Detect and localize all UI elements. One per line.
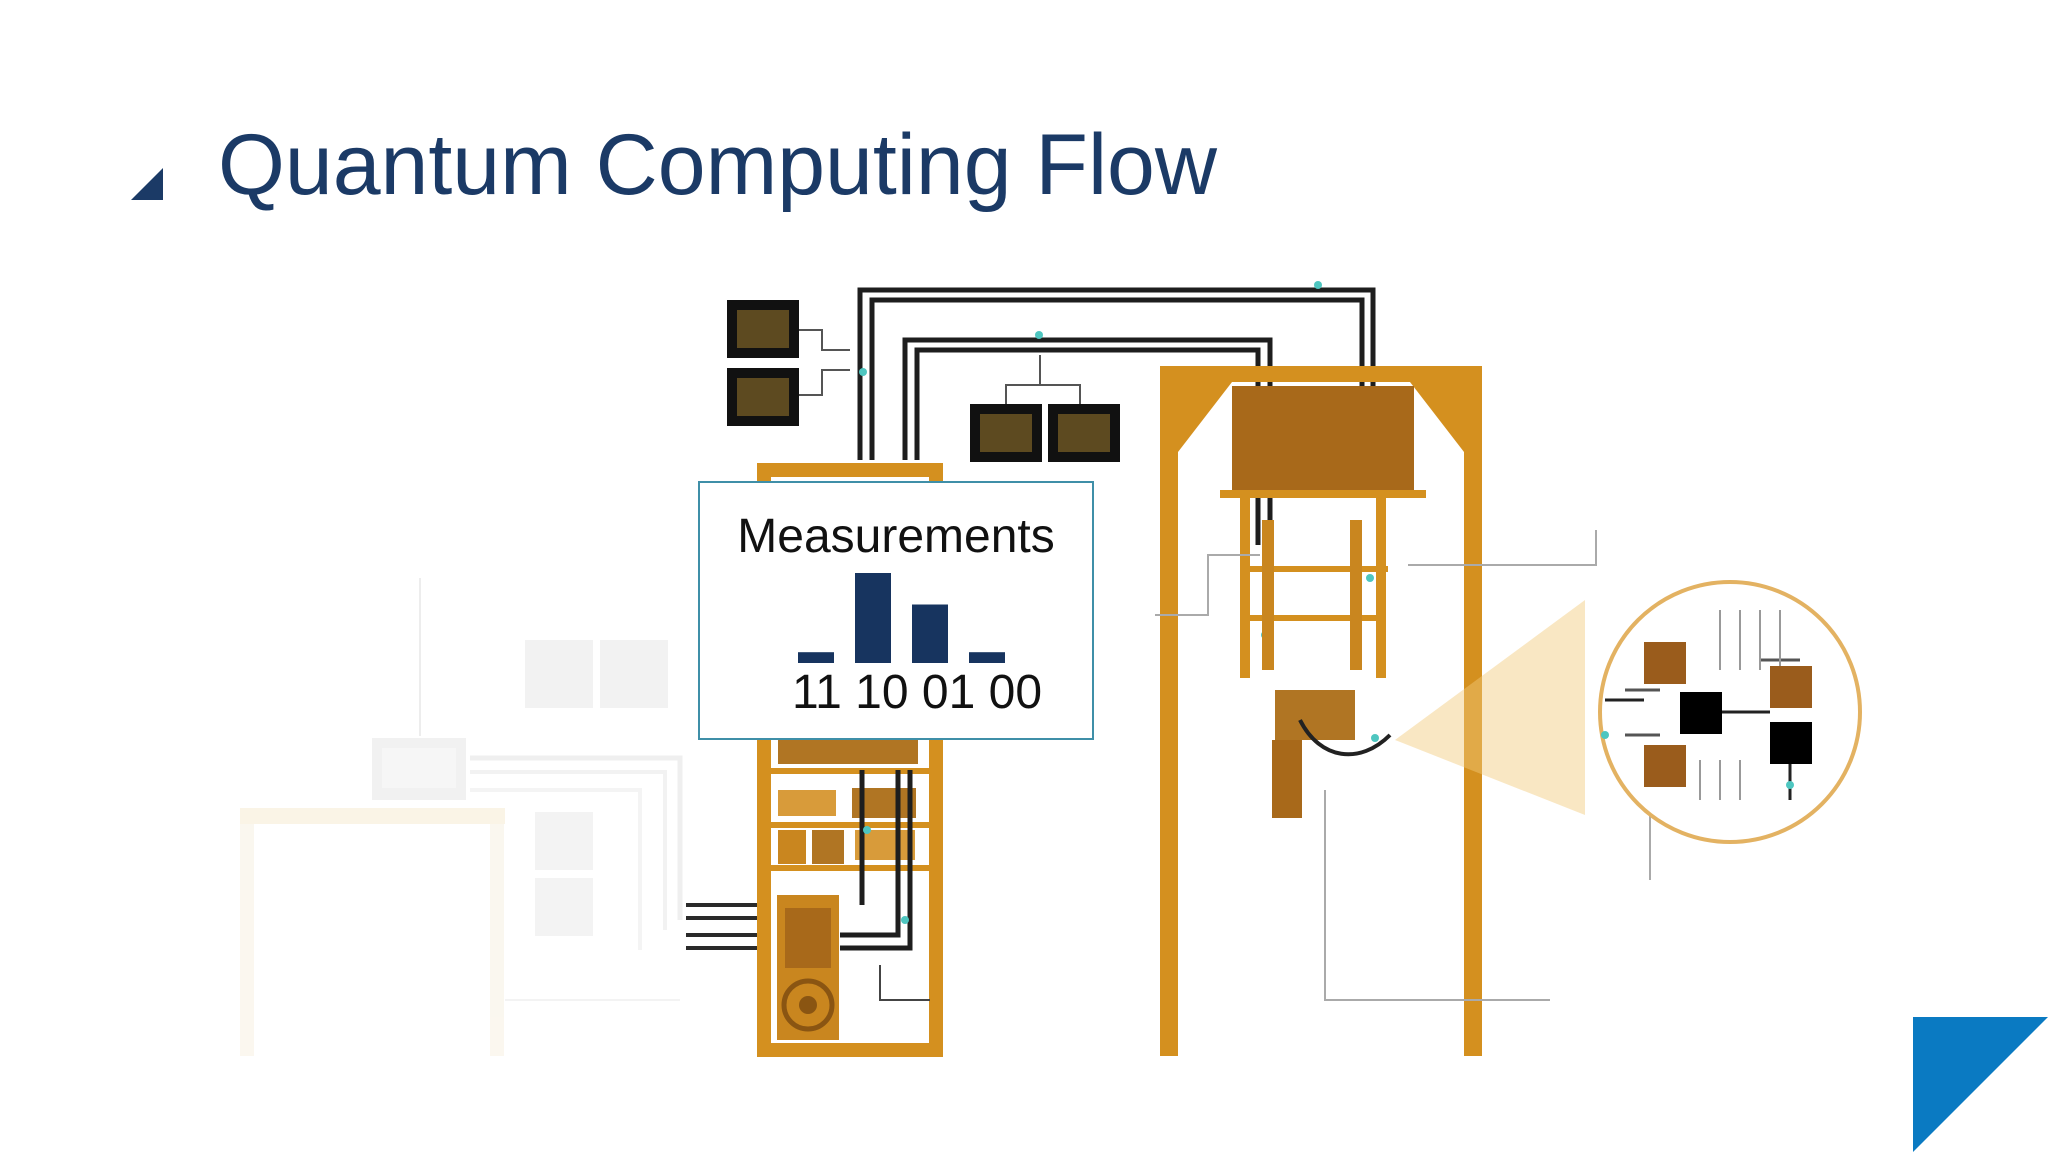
histogram-bar-11	[798, 652, 834, 663]
input-signal-lines	[686, 903, 768, 950]
slide-title: Quantum Computing Flow	[218, 117, 1217, 213]
dilution-refrigerator-frame	[1160, 366, 1482, 1056]
histogram-bar-00	[969, 652, 1005, 663]
measurement-state-labels: 11 10 01 00	[792, 666, 1043, 719]
corner-accent-triangle	[1913, 1017, 2048, 1152]
callout-leader-lines	[1155, 530, 1651, 1001]
faded-classical-computer	[240, 578, 683, 1056]
histogram-bar-10	[855, 573, 891, 663]
measurements-title: Measurements	[737, 510, 1055, 563]
pulse-generator-boxes	[727, 300, 1120, 462]
zoom-beam	[1395, 600, 1585, 815]
histogram-bar-01	[912, 604, 948, 663]
cryostat-body	[1220, 386, 1426, 818]
measurements-panel: Measurements 11 10 01 00	[698, 481, 1094, 740]
qubit-chip-magnified	[1598, 580, 1862, 844]
title-triangle-icon	[131, 168, 163, 200]
generator-leads	[799, 329, 1081, 404]
measurement-histogram	[798, 573, 1005, 663]
